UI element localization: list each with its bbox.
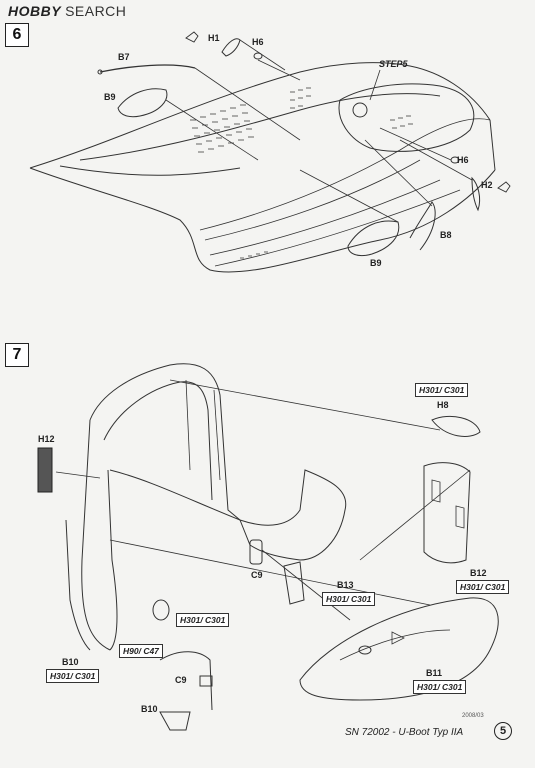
label-c9-mid: C9	[251, 570, 263, 580]
label-b7: B7	[118, 52, 130, 62]
paint-tag-h90-c47: H90/ C47	[119, 644, 163, 658]
paint-tag-b11: H301/ C301	[413, 680, 467, 694]
paint-tag-b13: H301/ C301	[322, 592, 376, 606]
step7-number: 7	[12, 346, 22, 363]
step7-marker: 7	[5, 343, 29, 367]
brand-text: HOBBY	[8, 3, 62, 19]
label-h6-top: H6	[252, 37, 264, 47]
label-h12: H12	[38, 434, 55, 444]
label-b10-detail: B10	[141, 704, 158, 714]
label-h8: H8	[437, 400, 449, 410]
step7-tower-drawing	[37, 363, 499, 731]
step6-hull-drawing	[29, 31, 511, 273]
page-number: 5	[494, 722, 512, 740]
label-b11: B11	[426, 668, 443, 678]
paint-tag-b10: H301/ C301	[46, 669, 100, 683]
label-c9-detail: C9	[175, 675, 187, 685]
paint-tag-b12: H301/ C301	[456, 580, 510, 594]
label-b9-top: B9	[104, 92, 116, 102]
footer-title: SN 72002 - U-Boot Typ IIA	[345, 727, 464, 738]
label-b8: B8	[440, 230, 452, 240]
print-date: 2008/03	[462, 713, 484, 719]
paint-tag-h8: H301/ C301	[415, 383, 469, 397]
step6-marker: 6	[5, 23, 29, 47]
label-h1: H1	[208, 33, 220, 43]
label-h6-right: H6	[457, 155, 469, 165]
label-b10: B10	[62, 657, 79, 667]
label-b9-bottom: B9	[370, 258, 382, 268]
label-b12: B12	[470, 568, 487, 578]
label-b13: B13	[337, 580, 354, 590]
label-step5: STEP5	[379, 59, 408, 69]
label-h2: H2	[481, 180, 493, 190]
brand-subtext: SEARCH	[65, 3, 127, 19]
step6-number: 6	[12, 26, 22, 43]
paint-tag-c9: H301/ C301	[176, 613, 230, 627]
